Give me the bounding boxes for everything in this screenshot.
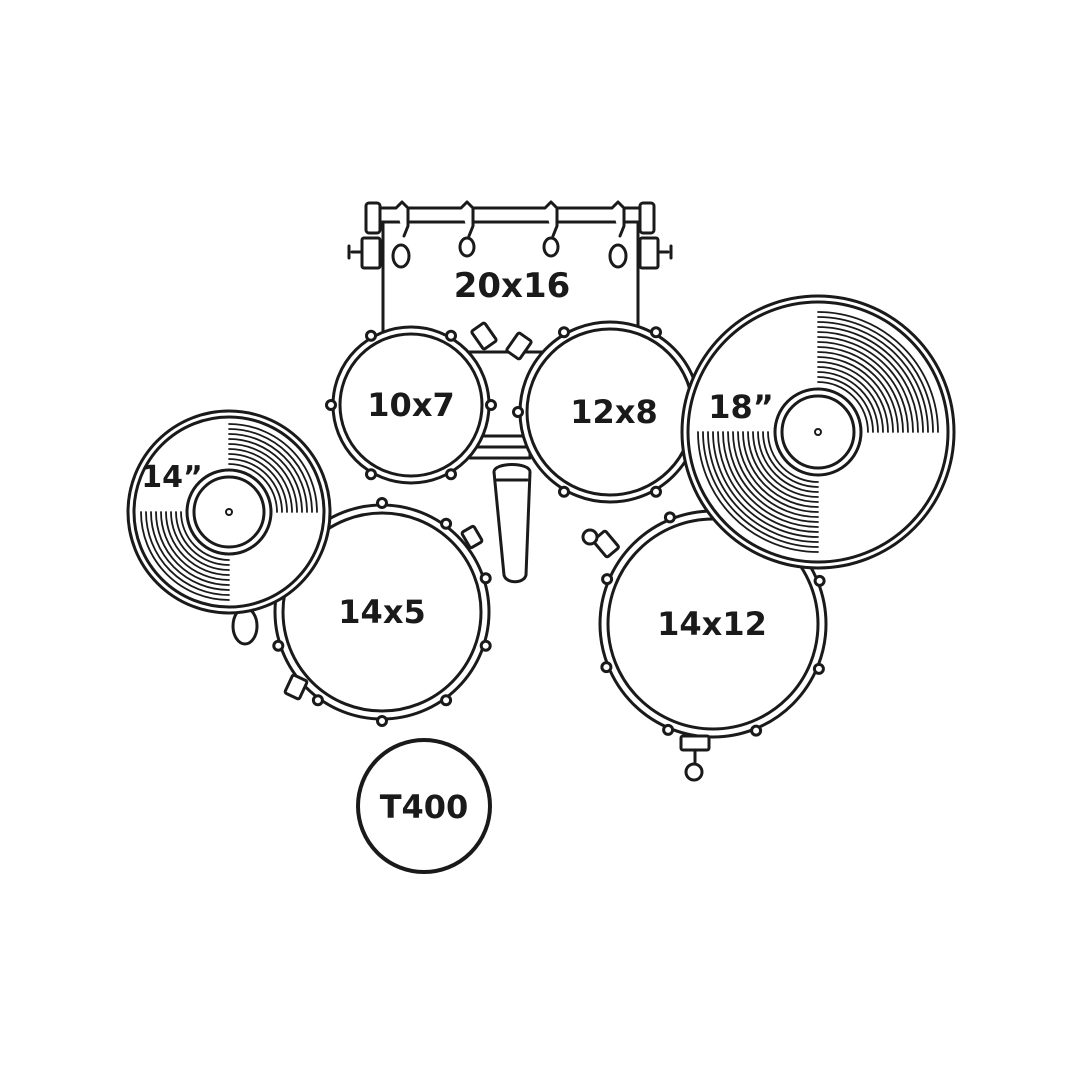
tension-lug [365,468,377,481]
tension-lug [440,694,453,707]
cymbal-groove [228,428,313,513]
tension-lug [272,639,285,652]
cymbal-groove [707,431,819,543]
tension-lug [311,694,324,707]
cymbal-groove [757,431,819,493]
drum-throne [356,738,492,874]
small-rack-tom-label: 10x7 [367,386,454,424]
cymbal-groove [817,371,879,433]
cymbal-groove [762,431,819,488]
cymbal-groove [712,431,819,538]
crash-grooves [697,311,939,553]
snare-drum [272,497,492,727]
cymbal-groove [155,511,230,586]
cymbal-groove [160,511,230,581]
cymbal-groove [228,443,298,513]
tension-lug [479,572,492,585]
cymbal-groove [747,431,819,503]
cymbal-groove [817,331,919,433]
tension-lug [376,497,388,509]
cymbal-groove [140,511,230,601]
tension-lug [325,399,337,411]
cymbal-groove [737,431,819,513]
bass-drum-claw-hooks [391,200,628,269]
cymbal-groove [150,511,230,591]
tension-lug [512,406,524,418]
tension-lug [650,326,662,339]
cymbal-groove [228,463,278,513]
small-rack-tom [325,325,497,485]
tension-lug [750,724,763,737]
cymbal-groove [817,336,914,433]
floor-tom [581,509,828,782]
cymbal-groove [767,431,819,483]
cymbal-groove [180,511,230,561]
cymbal-groove [817,341,909,433]
cymbal-groove [165,511,230,576]
floor-tom-label: 14x12 [657,605,767,643]
tension-lug [558,326,570,339]
tension-lug [663,511,676,524]
tension-lug [601,573,614,586]
tension-lug [600,661,613,674]
cymbal-groove [817,311,939,433]
cymbal-groove [817,366,884,433]
cymbal-groove [228,423,318,513]
tension-lug [813,574,826,587]
bass-drum-pedal [492,463,532,584]
bass-drum-label: 20x16 [454,266,571,306]
cymbal-groove [817,321,929,433]
cymbal-groove [732,431,819,518]
cymbal-groove [145,511,230,596]
small-rack-tom-lugs [325,329,497,481]
cymbal-groove [817,376,874,433]
cymbal-groove [228,433,308,513]
hihat-grooves [140,423,318,601]
cymbal-groove [175,511,230,566]
tension-lug [558,485,570,498]
cymbal-groove [817,326,924,433]
tension-lug [812,662,825,675]
tension-lug [479,639,492,652]
cymbal-groove [170,511,230,571]
bass-drum-spurs [347,201,673,270]
cymbal-groove [228,458,283,513]
hihat-cymbal [126,409,332,646]
tension-lug [485,399,497,411]
tension-lug [376,715,388,727]
snare-drum-label: 14x5 [338,593,425,631]
throne-label: T400 [380,788,469,826]
tension-lug [440,517,453,530]
crash-cymbal [680,294,956,570]
large-rack-tom [512,320,708,504]
hihat-label: 14” [141,460,202,495]
large-rack-tom-label: 12x8 [570,393,657,431]
tension-lug [445,329,457,342]
cymbal-groove [742,431,819,508]
tension-lug [365,329,377,342]
cymbal-groove [752,431,819,498]
cymbal-groove [228,453,288,513]
crash-label: 18” [708,388,774,426]
cymbal-groove [727,431,819,523]
cymbal-groove [817,351,899,433]
cymbal-groove [817,381,869,433]
tension-lug [445,468,457,481]
cymbal-groove [817,346,904,433]
cymbal-groove [817,356,894,433]
cymbal-groove [817,361,889,433]
cymbal-groove [228,448,293,513]
cymbal-groove [228,438,303,513]
cymbal-groove [817,316,934,433]
cymbal-groove [717,431,819,533]
bass-drum-hoop [373,206,653,224]
cymbal-groove [702,431,819,548]
tension-lug [662,723,675,736]
floor-tom-legs [581,528,711,782]
cymbal-groove [697,431,819,553]
cymbal-groove [722,431,819,528]
tension-lug [650,485,662,498]
